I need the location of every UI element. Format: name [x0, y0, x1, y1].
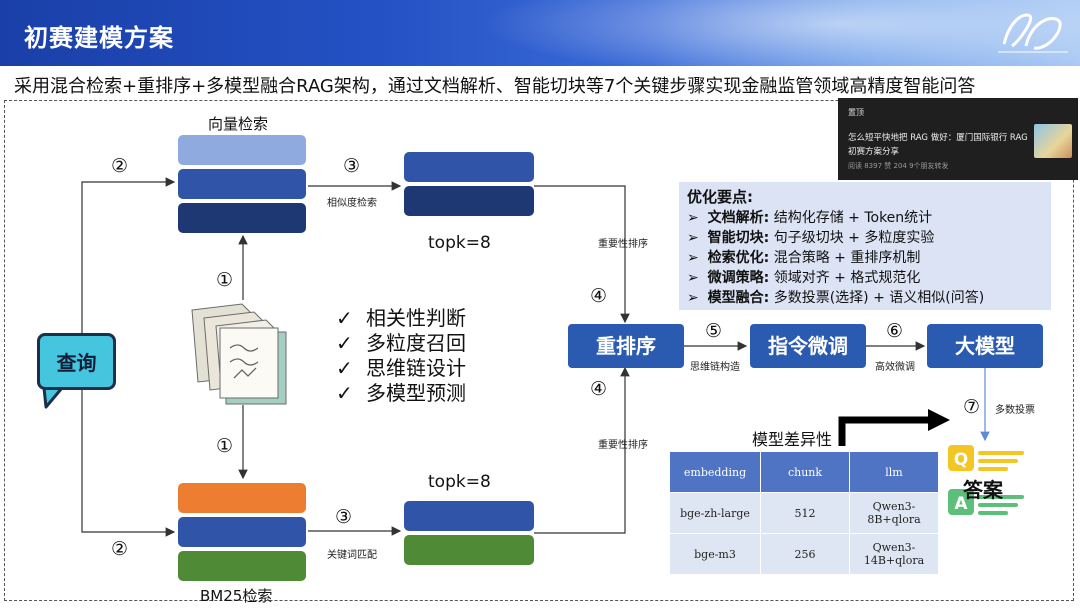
optimization-item: ➢ 检索优化: 混合策略 + 重排序机制 [687, 250, 921, 266]
step-6: ⑥ [886, 320, 904, 342]
checklist-item: ✓相关性判断 [336, 306, 466, 330]
table-header: llm [850, 452, 939, 492]
check-icon: ✓ [336, 381, 353, 405]
efficient-ft-label: 高效微调 [875, 362, 915, 373]
table-cell: bge-zh-large [670, 492, 761, 533]
check-icon: ✓ [336, 356, 353, 380]
vector-store-layer [178, 169, 306, 199]
optimization-item: ➢ 微调策略: 领域对齐 + 格式规范化 [687, 270, 921, 286]
cot-construct-label: 思维链构造 [690, 362, 740, 373]
step-4-bottom: ④ [590, 378, 608, 400]
subtitle: 采用混合检索+重排序+多模型融合RAG架构，通过文档解析、智能切块等7个关键步骤… [14, 76, 976, 97]
query-node: 查询 [37, 333, 116, 390]
topk-result-layer [404, 535, 534, 565]
similarity-search-label: 相似度检索 [327, 198, 377, 209]
importance-rank-top-label: 重要性排序 [598, 239, 648, 250]
topk-result-layer [404, 152, 534, 182]
check-icon: ✓ [336, 306, 353, 330]
optimization-item: ➢ 智能切块: 句子级切块 + 多粒度实验 [687, 230, 935, 246]
checklist-item: ✓多粒度召回 [336, 331, 466, 355]
bm25-store-layer [178, 551, 306, 581]
logo-icon [998, 13, 1068, 53]
step-7: ⑦ [963, 396, 981, 418]
step-2-top: ② [111, 155, 129, 177]
topk-top-label: topk=8 [428, 233, 491, 253]
table-cell: 256 [761, 533, 850, 574]
feature-checklist: ✓相关性判断 ✓多粒度召回 ✓思维链设计 ✓多模型预测 [336, 306, 466, 406]
table-cell: Qwen3-8B+qlora [850, 492, 939, 533]
table-row: bge-zh-large 512 Qwen3-8B+qlora [670, 492, 939, 533]
topk-bottom-label: topk=8 [428, 472, 491, 492]
step-1-top: ① [216, 269, 234, 291]
svg-text:A: A [954, 494, 968, 514]
table-header: chunk [761, 452, 850, 492]
page-title: 初赛建模方案 [24, 24, 174, 52]
majority-vote-label: 多数投票 [995, 405, 1035, 416]
step-5: ⑤ [705, 320, 723, 342]
answer-label: 答案 [963, 478, 1003, 502]
table-row: bge-m3 256 Qwen3-14B+qlora [670, 533, 939, 574]
header-glow [420, 0, 1080, 66]
bm25-retrieval-label: BM25检索 [200, 587, 273, 605]
topk-result-layer [404, 501, 534, 531]
topk-result-layer [404, 186, 534, 216]
optimization-heading: 优化要点: [687, 188, 753, 206]
checklist-item: ✓多模型预测 [336, 381, 466, 405]
vector-retrieval-label: 向量检索 [208, 115, 269, 133]
rerank-node: 重排序 [568, 324, 684, 368]
vector-store-layer [178, 135, 306, 165]
step-4-top: ④ [590, 285, 608, 307]
answer-icon: Q A [948, 445, 1024, 515]
vector-store-layer [178, 203, 306, 233]
table-cell: bge-m3 [670, 533, 761, 574]
step-3-top: ③ [343, 155, 361, 177]
table-header-row: embedding chunk llm [670, 452, 939, 492]
instruct-ft-node: 指令微调 [750, 324, 866, 368]
llm-node: 大模型 [927, 324, 1043, 368]
table-cell: 512 [761, 492, 850, 533]
bm25-store-layer [178, 483, 306, 513]
step-1-bottom: ① [216, 435, 234, 457]
check-icon: ✓ [336, 331, 353, 355]
importance-rank-bottom-label: 重要性排序 [598, 440, 648, 451]
article-stats: 阅读 8397 赞 204 9个朋友转发 [848, 162, 949, 170]
keyword-match-label: 关键词匹配 [327, 550, 377, 561]
table-cell: Qwen3-14B+qlora [850, 533, 939, 574]
header-banner [0, 0, 1080, 66]
optimization-item: ➢ 模型融合: 多数投票(选择) + 语义相似(问答) [687, 290, 985, 306]
diagram-frame [4, 100, 1074, 601]
model-diff-label: 模型差异性 [752, 430, 833, 449]
optimization-panel: 优化要点: ➢ 文档解析: 结构化存储 + Token统计 ➢ 智能切块: 句子… [679, 182, 1051, 310]
documents-icon [191, 303, 287, 405]
checklist-item: ✓思维链设计 [336, 356, 466, 380]
step-3-bottom: ③ [335, 506, 353, 528]
article-tag: 置顶 [848, 108, 864, 117]
bm25-store-layer [178, 517, 306, 547]
step-2-bottom: ② [111, 538, 129, 560]
svg-text:Q: Q [954, 450, 968, 470]
article-thumbnail [1034, 124, 1072, 158]
optimization-item: ➢ 文档解析: 结构化存储 + Token统计 [687, 210, 933, 226]
table-header: embedding [670, 452, 761, 492]
article-card[interactable]: 置顶 怎么短平快地把 RAG 做好：厦门国际银行 RAG 初赛方案分享 阅读 8… [838, 98, 1078, 180]
model-table: embedding chunk llm bge-zh-large 512 Qwe… [670, 452, 939, 574]
article-title: 怎么短平快地把 RAG 做好：厦门国际银行 RAG 初赛方案分享 [848, 133, 1028, 157]
